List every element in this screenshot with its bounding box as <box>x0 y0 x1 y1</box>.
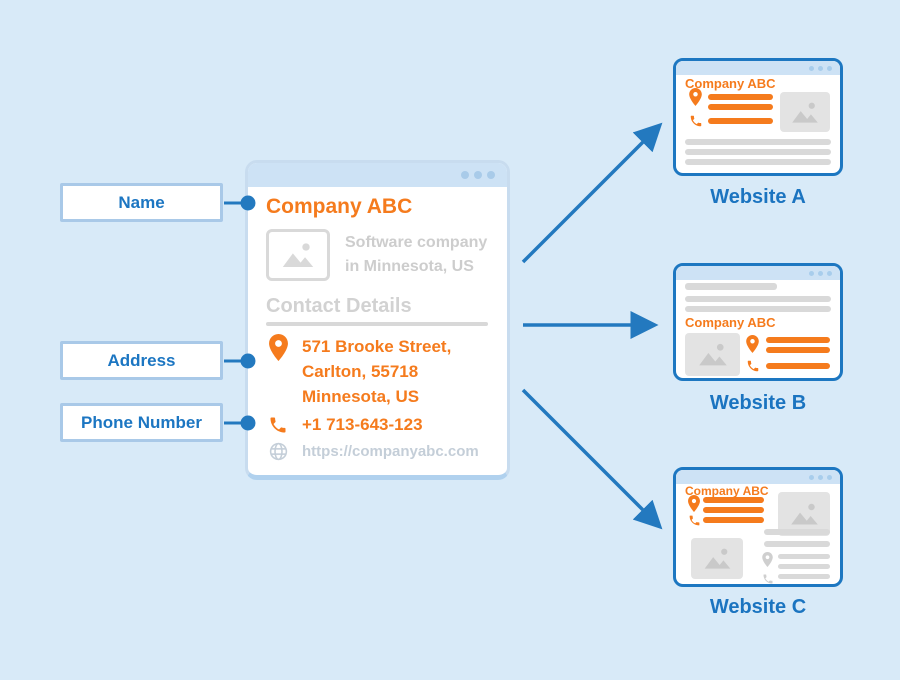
window-titlebar <box>676 266 840 280</box>
website-a-caption: Website A <box>710 186 806 208</box>
address-text: 571 Brooke Street, Carlton, 55718 Minnes… <box>302 334 451 409</box>
window-dots-icon <box>474 171 482 179</box>
website-b-caption: Website B <box>709 392 807 414</box>
address-line: 571 Brooke Street, <box>302 337 452 356</box>
text-line-bar <box>685 296 831 302</box>
image-placeholder-icon <box>282 243 314 267</box>
website-b-window: Company ABC <box>673 263 843 381</box>
arrow-to-website-a <box>521 122 663 264</box>
phone-icon <box>688 514 701 532</box>
phone-text: +1 713-643-123 <box>302 415 423 434</box>
label-name-text: Name <box>118 192 165 212</box>
contact-rows: 571 Brooke Street, Carlton, 55718 Minnes… <box>266 334 488 462</box>
label-name: Name <box>60 183 223 222</box>
site-image-placeholder <box>780 92 830 132</box>
text-line-bar <box>685 306 831 312</box>
window-titlebar <box>676 470 840 484</box>
phone-icon <box>689 114 703 133</box>
text-line-bar <box>708 104 773 110</box>
site-image-placeholder <box>691 538 743 579</box>
window-dots-icon <box>809 65 814 71</box>
address-line: Carlton, 55718 <box>302 362 419 381</box>
window-dots-icon <box>827 474 832 480</box>
divider <box>266 322 488 326</box>
location-pin-icon <box>762 552 773 572</box>
text-line-bar <box>778 564 830 569</box>
arrow-to-website-c <box>521 388 663 530</box>
description-line: in Minnesota, US <box>345 258 474 275</box>
text-line-bar <box>703 517 764 523</box>
text-line-bar <box>685 149 831 155</box>
section-title: Contact Details <box>266 295 412 317</box>
window-dots-icon <box>809 270 814 276</box>
window-dots-icon <box>827 65 832 71</box>
site-image-placeholder <box>685 333 740 376</box>
text-line-bar <box>703 507 764 513</box>
text-line-bar <box>766 337 830 343</box>
window-dots-icon <box>461 171 469 179</box>
location-pin-icon <box>689 88 702 111</box>
description-line: Software company <box>345 234 488 251</box>
text-line-bar <box>685 159 831 165</box>
card-body: Company ABC Software company in Minnesot… <box>248 187 507 462</box>
image-placeholder-icon <box>790 503 818 525</box>
text-line-bar <box>778 554 830 559</box>
website-c-content: Company ABC <box>676 484 840 584</box>
location-pin-icon <box>688 495 700 517</box>
site-company-name: Company ABC <box>685 76 776 91</box>
website-c-caption: Website C <box>709 596 807 618</box>
text-line-bar <box>685 139 831 145</box>
phone-icon <box>746 359 760 378</box>
website-b-content: Company ABC <box>676 280 840 378</box>
logo-row: Software company in Minnesota, US <box>266 229 488 281</box>
website-url-text: https://companyabc.com <box>302 443 479 460</box>
window-dots-icon <box>809 474 814 480</box>
window-dots-icon <box>818 270 823 276</box>
label-address: Address <box>60 341 223 380</box>
website-a-content: Company ABC <box>676 75 840 173</box>
text-line-bar <box>764 529 830 535</box>
label-phone-number-text: Phone Number <box>81 412 202 432</box>
site-company-name: Company ABC <box>685 315 776 330</box>
image-placeholder-icon <box>704 548 730 569</box>
phone-icon <box>266 415 290 435</box>
company-description: Software company in Minnesota, US <box>345 231 487 279</box>
text-line-bar <box>766 363 830 369</box>
phone-icon <box>762 572 774 590</box>
text-line-bar <box>708 94 773 100</box>
window-titlebar <box>248 163 507 187</box>
phone-row: +1 713-643-123 <box>266 415 488 435</box>
business-profile-card: Company ABC Software company in Minnesot… <box>245 160 510 480</box>
company-name: Company ABC <box>266 195 413 218</box>
address-row: 571 Brooke Street, Carlton, 55718 Minnes… <box>266 334 488 409</box>
window-dots-icon <box>487 171 495 179</box>
window-titlebar <box>676 61 840 75</box>
window-dots-icon <box>818 474 823 480</box>
text-line-bar <box>764 541 830 547</box>
website-c-window: Company ABC <box>673 467 843 587</box>
location-pin-icon <box>746 335 759 358</box>
globe-icon <box>266 441 290 462</box>
text-line-bar <box>778 574 830 579</box>
window-dots-icon <box>827 270 832 276</box>
image-placeholder-icon <box>698 343 727 366</box>
label-address-text: Address <box>107 350 176 370</box>
logo-placeholder <box>266 229 330 281</box>
text-line-bar <box>766 347 830 353</box>
window-dots-icon <box>818 65 823 71</box>
text-line-bar <box>708 118 773 124</box>
site-image-placeholder <box>778 492 830 536</box>
text-line-bar <box>685 283 777 290</box>
text-line-bar <box>703 497 764 503</box>
website-a-window: Company ABC <box>673 58 843 176</box>
label-phone-number: Phone Number <box>60 403 223 442</box>
location-pin-icon <box>266 334 290 409</box>
website-url-row: https://companyabc.com <box>266 441 488 462</box>
image-placeholder-icon <box>792 102 818 123</box>
address-line: Minnesota, US <box>302 387 420 406</box>
site-company-name: Company ABC <box>685 484 769 498</box>
